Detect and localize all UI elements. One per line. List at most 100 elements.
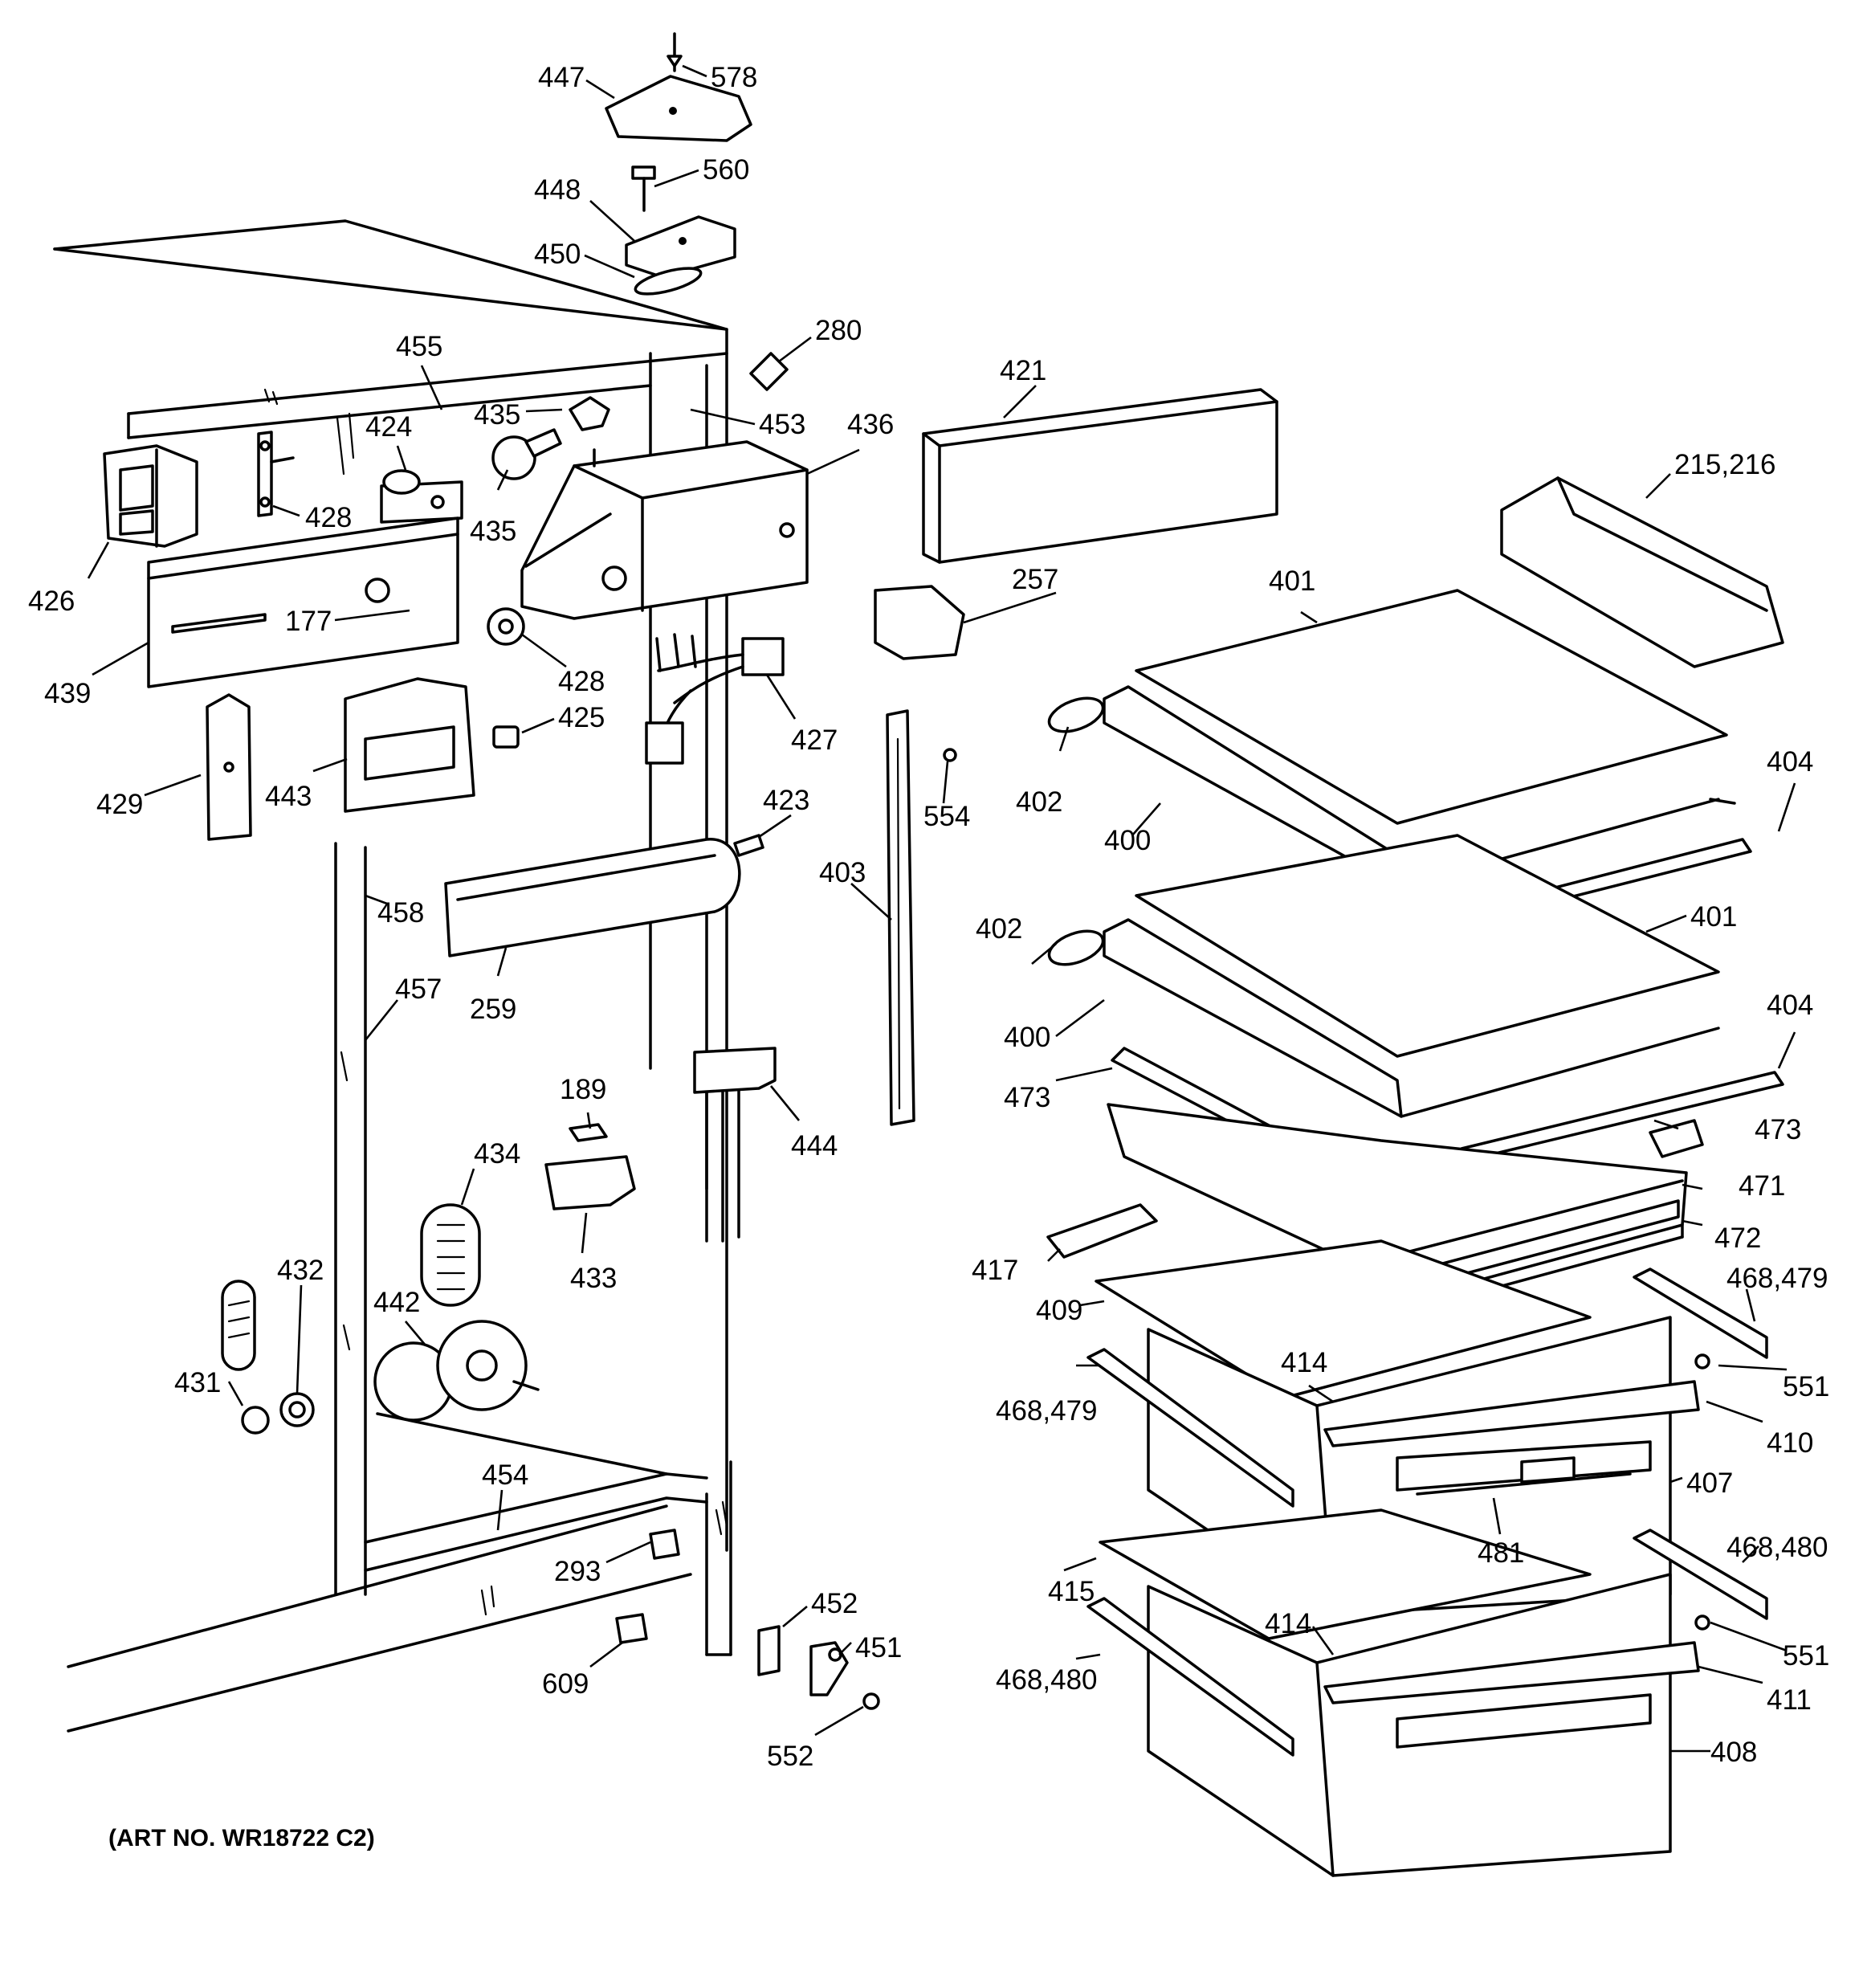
callout-labels: 447 578 560 448 450 280 455 435 453 424 …	[28, 62, 1829, 1772]
callout-259: 259	[470, 994, 516, 1025]
part-426-housing	[103, 444, 198, 548]
callout-425: 425	[558, 702, 605, 733]
part-259-duct	[444, 838, 741, 957]
callout-414a: 414	[1281, 1347, 1327, 1378]
part-432-bushing	[279, 1392, 315, 1427]
callout-401b: 401	[1690, 901, 1737, 933]
part-428-bracket	[257, 431, 295, 517]
callout-257: 257	[1012, 564, 1058, 595]
callout-554: 554	[923, 801, 970, 832]
callout-442: 442	[373, 1287, 420, 1318]
callout-402b: 402	[976, 913, 1022, 945]
part-423	[733, 834, 764, 857]
part-433	[544, 1155, 636, 1210]
callout-404a: 404	[1767, 746, 1813, 778]
callout-455: 455	[396, 331, 442, 362]
callout-468-479b: 468,479	[996, 1395, 1098, 1427]
callout-215-216: 215,216	[1674, 449, 1776, 480]
callout-401a: 401	[1269, 565, 1315, 597]
part-609	[615, 1613, 648, 1644]
callout-458: 458	[377, 897, 424, 929]
callout-403: 403	[819, 857, 866, 888]
part-551-screws	[1694, 1353, 1710, 1631]
callout-454: 454	[482, 1459, 528, 1491]
callout-424: 424	[365, 411, 412, 443]
part-435-bulb	[491, 428, 562, 480]
callout-473a: 473	[1004, 1082, 1050, 1113]
part-215-bin	[1500, 476, 1784, 668]
part-280	[749, 352, 789, 391]
callout-400a: 400	[1104, 825, 1151, 856]
part-417	[1046, 1203, 1158, 1259]
callout-609: 609	[542, 1668, 589, 1700]
callout-447: 447	[538, 62, 585, 93]
part-450-shim	[634, 267, 703, 296]
part-257	[874, 585, 965, 660]
callout-421: 421	[1000, 355, 1046, 386]
part-293	[649, 1529, 680, 1560]
callout-432: 432	[277, 1255, 324, 1286]
callout-444: 444	[791, 1130, 838, 1161]
callout-436: 436	[847, 409, 894, 440]
callout-280: 280	[815, 315, 862, 346]
callout-411: 411	[1767, 1684, 1812, 1716]
callout-429: 429	[96, 789, 143, 820]
callout-415: 415	[1048, 1576, 1095, 1607]
part-408-drawer	[1147, 1573, 1700, 1877]
callout-433: 433	[570, 1263, 617, 1294]
callout-428a: 428	[305, 502, 352, 533]
callout-189: 189	[560, 1074, 606, 1105]
callout-443: 443	[265, 781, 312, 812]
callout-426: 426	[28, 586, 75, 617]
callout-481: 481	[1478, 1537, 1524, 1569]
part-424-thermostat	[380, 469, 463, 524]
part-447-hinge-cover	[605, 75, 752, 142]
part-560-bolt	[631, 165, 656, 212]
part-452-plate	[757, 1625, 781, 1676]
part-403-rail	[886, 709, 915, 1126]
callout-439: 439	[44, 678, 91, 709]
part-578-screw	[667, 32, 683, 72]
part-436-box	[520, 440, 809, 620]
callout-468-480a: 468,480	[1726, 1532, 1828, 1563]
art-number: (ART NO. WR18722 C2)	[108, 1825, 375, 1851]
callout-417: 417	[972, 1255, 1018, 1286]
callout-431: 431	[174, 1367, 221, 1398]
callout-410: 410	[1767, 1427, 1813, 1459]
callout-402a: 402	[1016, 786, 1062, 818]
callout-578: 578	[711, 62, 757, 93]
part-439-plate	[147, 516, 459, 688]
part-443-bracket	[344, 677, 475, 813]
callout-423: 423	[763, 785, 809, 816]
part-468-rail-left-lower	[1086, 1597, 1294, 1757]
callout-408: 408	[1710, 1737, 1757, 1768]
part-189	[569, 1123, 608, 1142]
callout-404b: 404	[1767, 990, 1813, 1021]
callout-400b: 400	[1004, 1022, 1050, 1053]
callout-428b: 428	[558, 666, 605, 697]
shelf-lower	[1047, 834, 1784, 1162]
part-468-rail-right-lower	[1633, 1529, 1768, 1620]
part-554-screw	[943, 748, 957, 762]
callout-435b: 435	[470, 516, 516, 547]
callout-560: 560	[703, 154, 749, 186]
part-434-vent	[420, 1203, 481, 1307]
callout-473b: 473	[1755, 1114, 1801, 1145]
callout-177: 177	[285, 606, 332, 637]
callout-471: 471	[1739, 1170, 1785, 1202]
part-442-control	[373, 1320, 540, 1422]
part-425	[492, 725, 520, 749]
part-448-hinge	[625, 215, 736, 279]
part-421-channel	[922, 388, 1278, 564]
part-409-glass	[1095, 1239, 1592, 1399]
callout-468-479a: 468,479	[1726, 1263, 1828, 1294]
part-427-harness	[645, 633, 785, 765]
leader-lines	[87, 64, 1796, 1753]
part-468-rail-left-upper	[1086, 1348, 1294, 1508]
part-429-clip	[206, 693, 252, 841]
callout-435a: 435	[474, 399, 520, 431]
callout-453: 453	[759, 409, 805, 440]
callout-450: 450	[534, 239, 581, 270]
callout-409: 409	[1036, 1295, 1082, 1326]
